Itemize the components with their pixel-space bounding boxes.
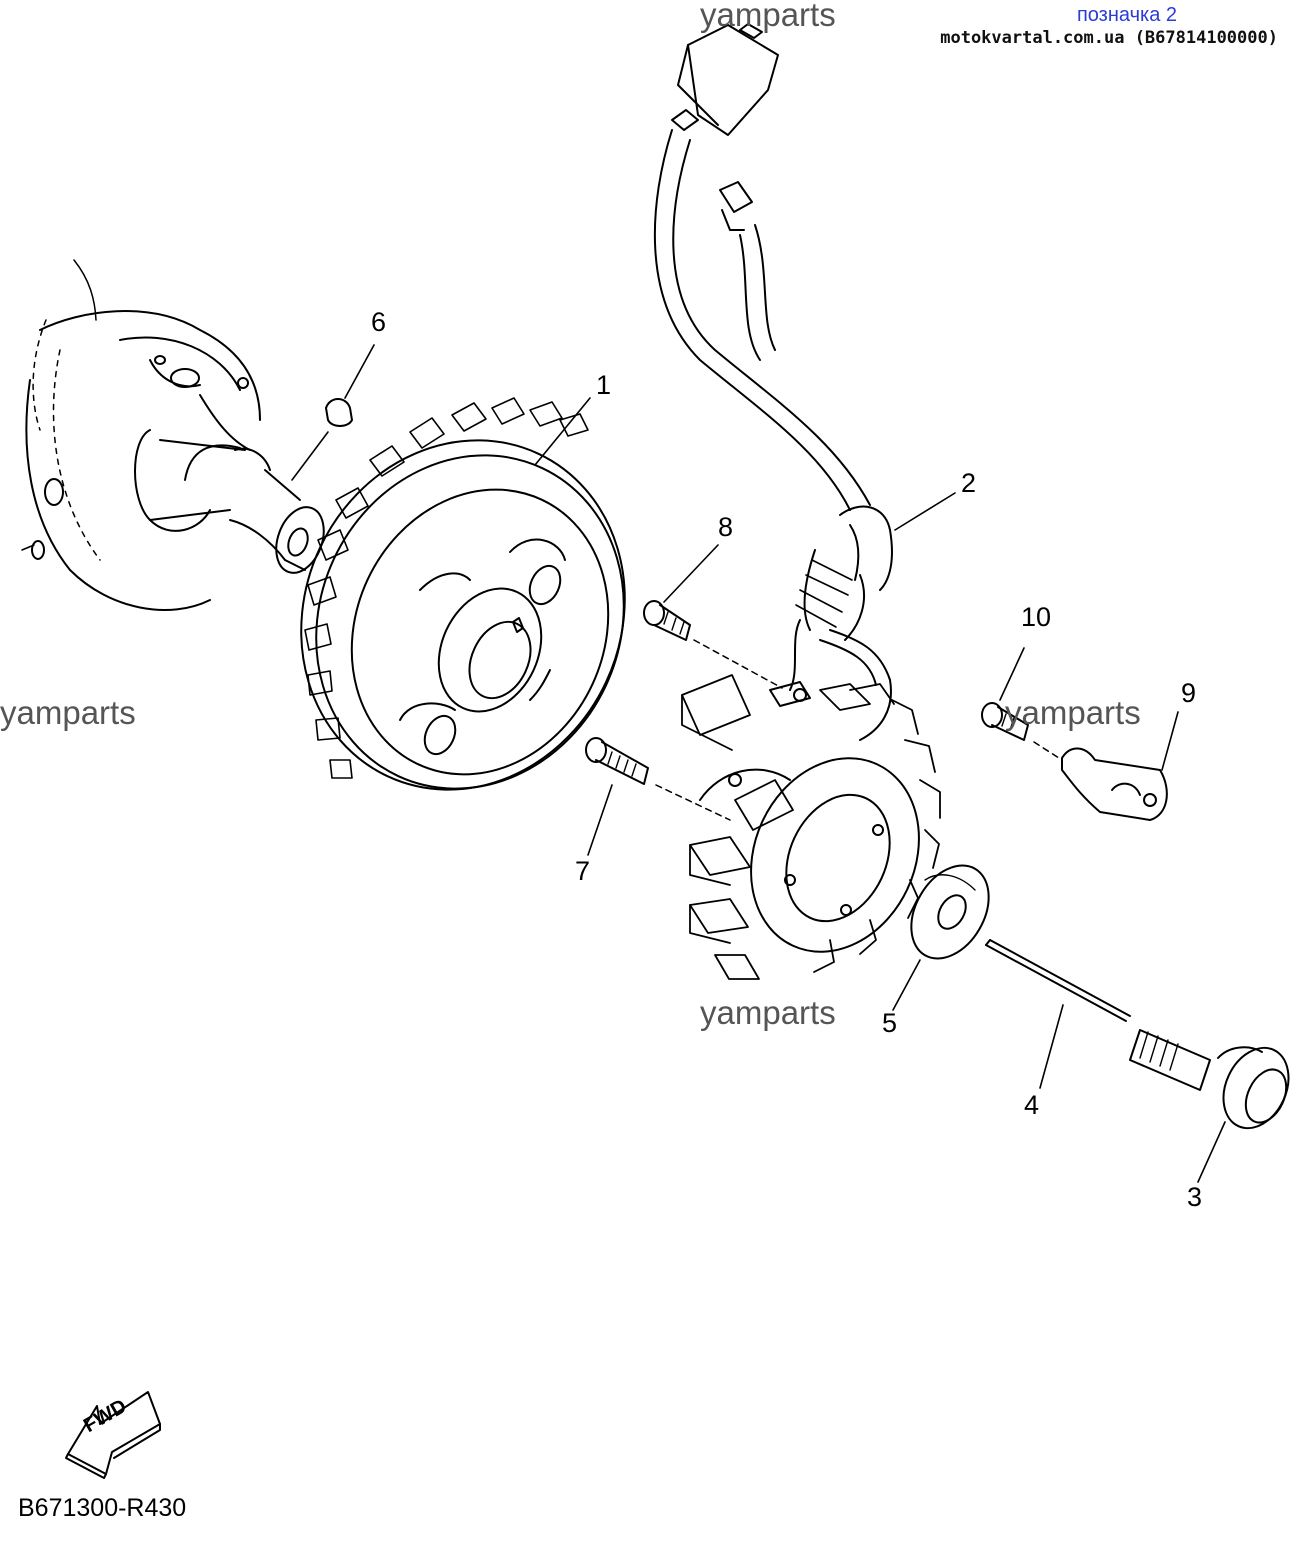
callout-5: 5	[882, 1008, 898, 1038]
callout-10: 10	[1021, 602, 1052, 632]
watermark: yamparts	[0, 694, 136, 731]
washer-5	[896, 852, 1005, 973]
rotor-assembly	[245, 387, 682, 843]
stator-harness	[655, 24, 950, 979]
callout-9: 9	[1181, 678, 1197, 708]
watermark: yamparts	[700, 994, 836, 1031]
callout-3: 3	[1187, 1182, 1203, 1212]
watermark: yamparts	[700, 0, 836, 33]
callout-4: 4	[1024, 1090, 1040, 1120]
screw-7	[586, 738, 730, 820]
pin-4	[986, 940, 1130, 1021]
crankshaft-end	[22, 260, 332, 610]
screw-8	[644, 601, 782, 688]
clamp-9	[1062, 748, 1167, 820]
callout-1: 1	[596, 370, 612, 400]
leader-lines	[292, 345, 1225, 1182]
callout-2: 2	[961, 468, 977, 498]
callout-6: 6	[371, 307, 387, 337]
callout-8: 8	[718, 512, 734, 542]
fwd-arrow-icon	[66, 1392, 160, 1478]
header-link[interactable]: позначка 2	[1076, 4, 1177, 26]
diagram-code: B671300-R430	[18, 1494, 187, 1522]
woodruff-key	[326, 399, 352, 426]
watermark: yamparts	[1005, 694, 1141, 731]
bolt-3	[1130, 1030, 1301, 1139]
source-caption: motokvartal.com.ua (B67814100000)	[940, 28, 1278, 48]
screw-10	[982, 703, 1062, 760]
callout-7: 7	[575, 856, 591, 886]
